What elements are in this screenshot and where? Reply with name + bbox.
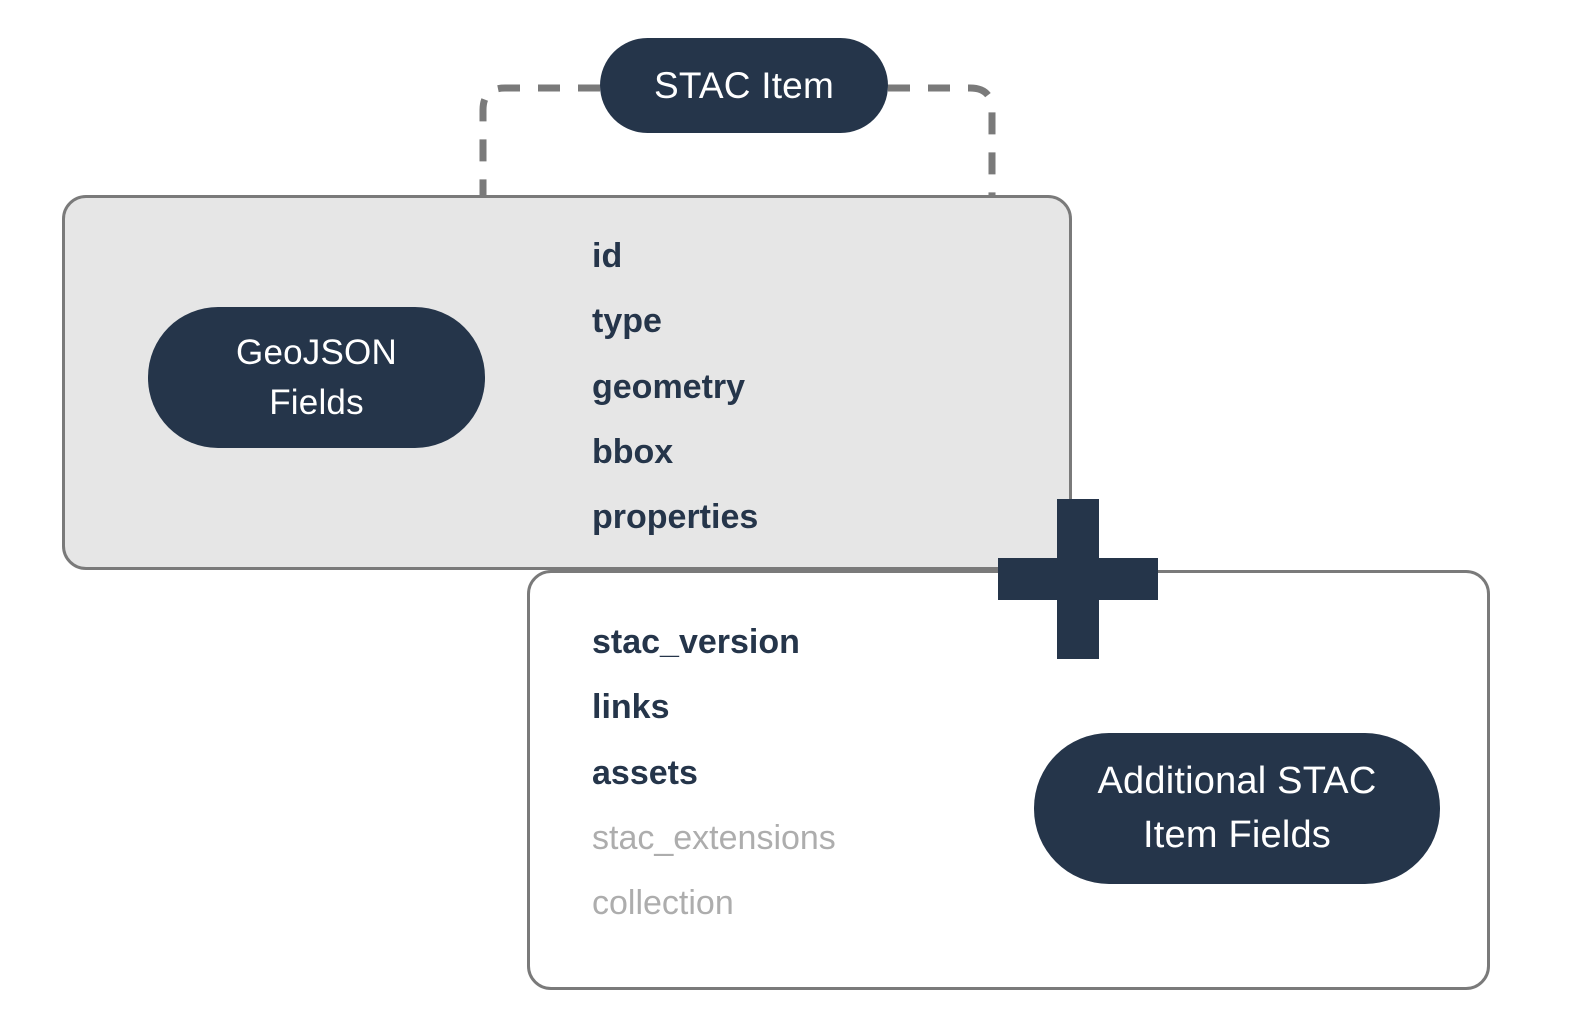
field-item: type (592, 302, 662, 341)
connector-right-dashed (888, 84, 996, 196)
field-item: stac_extensions (592, 818, 836, 857)
geojson-fields-pill[interactable]: GeoJSON Fields (148, 307, 485, 448)
connector-left-dashed (479, 84, 600, 196)
field-item: properties (592, 498, 759, 537)
field-item: links (592, 688, 670, 727)
field-item: bbox (592, 432, 674, 471)
additional-stac-item-fields-pill[interactable]: Additional STAC Item Fields (1034, 733, 1440, 884)
additional-field-list: stac_version links assets stac_extension… (592, 610, 836, 936)
additional-fields-pill-label-line-2: Item Fields (1142, 813, 1332, 856)
geojson-fields-pill-label-line-2: Fields (269, 382, 364, 422)
field-item: assets (592, 753, 698, 792)
stac-item-pill[interactable]: STAC Item (600, 38, 888, 133)
stac-item-pill-label: STAC Item (654, 64, 834, 106)
field-item: stac_version (592, 623, 800, 661)
field-item: id (592, 237, 623, 275)
field-item: geometry (592, 367, 746, 406)
geojson-fields-pill-label-line-1: GeoJSON (236, 332, 397, 372)
additional-fields-pill-label-line-1: Additional STAC (1097, 759, 1377, 802)
geojson-field-list: id type geometry bbox properties (592, 224, 758, 550)
plus-sign-icon (998, 499, 1158, 659)
field-item: collection (592, 884, 734, 923)
plus-horizontal-bar (998, 558, 1158, 600)
